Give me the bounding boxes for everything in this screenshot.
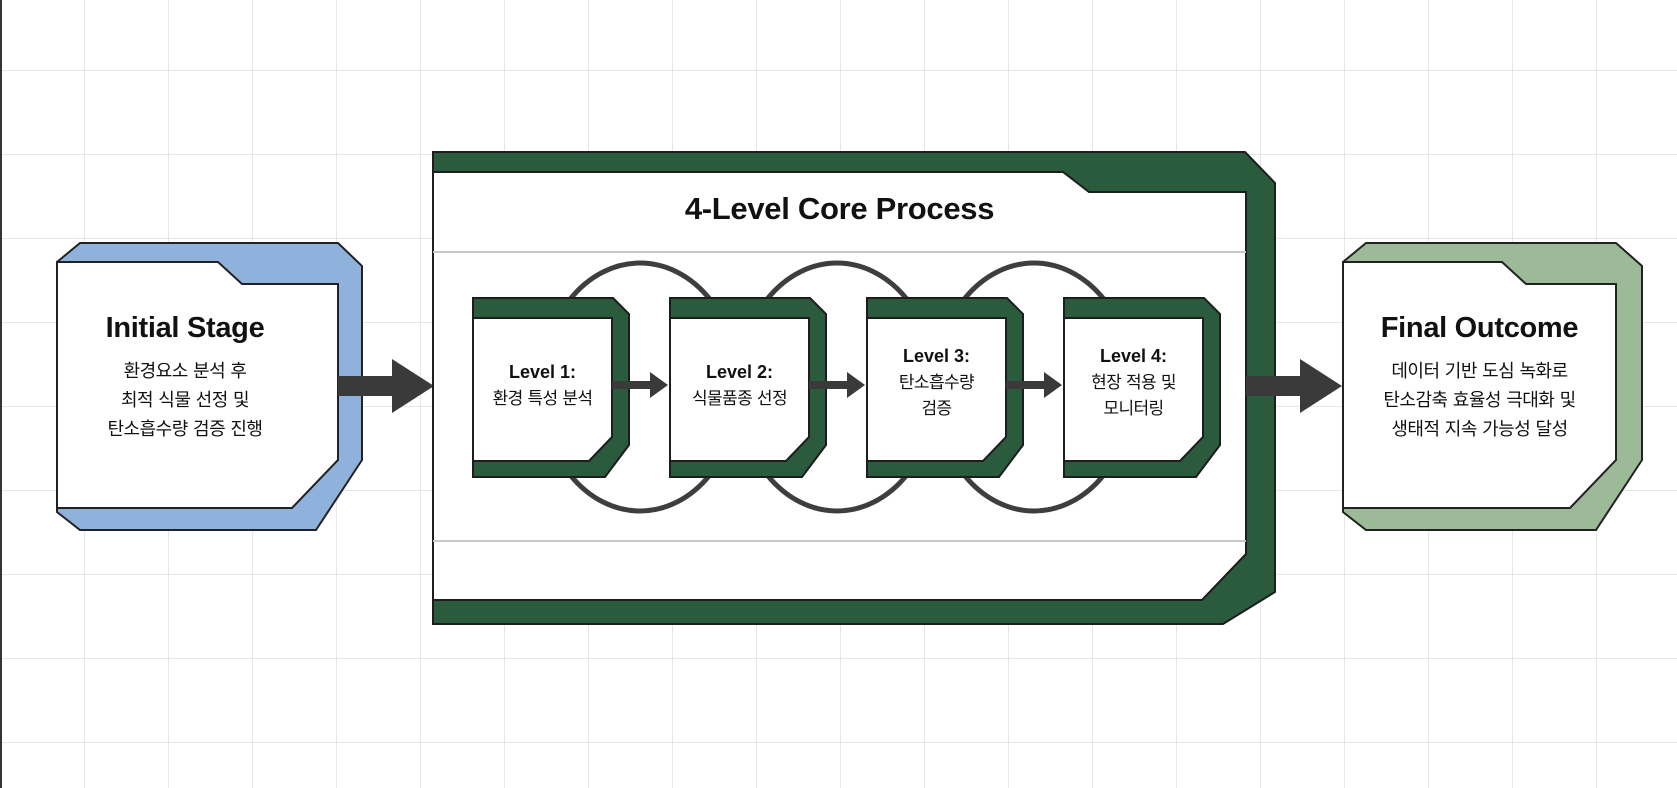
- level-3-description-line: 검증: [921, 399, 952, 419]
- level-3-text: Level 3: 탄소흡수량 검증: [867, 342, 1006, 422]
- level-3-box: [866, 297, 1024, 478]
- initial-stage-card: [56, 242, 363, 531]
- initial-stage-line: 최적 식물 선정 및: [120, 390, 250, 411]
- level-2-description: 식물품종 선정: [691, 389, 788, 409]
- final-outcome-line: 생태적 지속 가능성 달성: [1391, 419, 1568, 440]
- initial-stage-line: 환경요소 분석 후: [123, 361, 247, 382]
- final-outcome-text: Final Outcome 데이터 기반 도심 녹화로 탄소감축 효율성 극대화…: [1343, 312, 1616, 444]
- level-4-description-line: 모니터링: [1103, 399, 1164, 419]
- canvas-left-border: [0, 0, 2, 788]
- level-4-box: [1063, 297, 1221, 478]
- final-outcome-title: Final Outcome: [1380, 312, 1579, 344]
- level-link-arrow-1: [612, 372, 668, 398]
- final-outcome-card-face: [1342, 261, 1617, 509]
- level-3-title: Level 3:: [902, 346, 971, 366]
- level-1-title: Level 1:: [508, 362, 577, 382]
- arrow-right-icon: [1246, 359, 1342, 413]
- level-2-title: Level 2:: [705, 362, 774, 382]
- arrow-right-icon: [338, 359, 434, 413]
- final-outcome-card: [1342, 242, 1643, 531]
- initial-stage-title: Initial Stage: [105, 312, 265, 344]
- level-4-description-line: 현장 적용 및: [1091, 373, 1176, 393]
- level-link-arrow-2: [809, 372, 865, 398]
- level-2-text: Level 2: 식물품종 선정: [670, 358, 809, 412]
- level-4-title: Level 4:: [1099, 346, 1168, 366]
- initial-stage-line: 탄소흡수량 검증 진행: [107, 419, 263, 440]
- level-1-description: 환경 특성 분석: [492, 389, 593, 409]
- final-outcome-line: 데이터 기반 도심 녹화로: [1391, 361, 1568, 382]
- final-outcome-description: 데이터 기반 도심 녹화로 탄소감축 효율성 극대화 및 생태적 지속 가능성 …: [1343, 357, 1616, 444]
- initial-stage-description: 환경요소 분석 후 최적 식물 선정 및 탄소흡수량 검증 진행: [57, 357, 313, 444]
- level-link-arrow-3: [1006, 372, 1062, 398]
- level-1-text: Level 1: 환경 특성 분석: [473, 358, 612, 412]
- final-outcome-line: 탄소감축 효율성 극대화 및: [1383, 390, 1576, 411]
- level-1-box: [472, 297, 630, 478]
- level-3-description-line: 탄소흡수량: [898, 373, 975, 393]
- level-4-text: Level 4: 현장 적용 및 모니터링: [1064, 342, 1203, 422]
- level-2-box: [669, 297, 827, 478]
- initial-stage-card-face: [56, 261, 339, 509]
- core-process-title: 4-Level Core Process: [684, 191, 995, 226]
- initial-stage-text: Initial Stage 환경요소 분석 후 최적 식물 선정 및 탄소흡수량…: [57, 312, 313, 444]
